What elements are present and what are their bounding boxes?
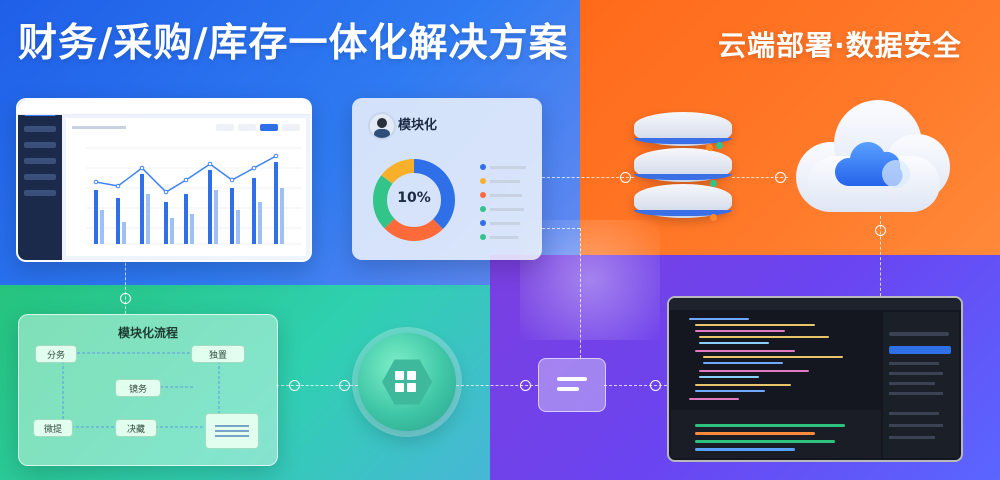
flow-node: 决藏 [115,419,157,437]
center-glow [520,220,660,340]
legend-item [480,164,526,170]
dashboard-window [16,98,312,262]
connector-node [520,380,531,391]
database-icon [634,112,732,224]
connector-node [775,172,786,183]
connector-hub-to-msg [456,385,538,386]
code-editor-window [667,296,963,462]
editor-side-panel [883,312,959,458]
flow-node: 分务 [35,345,77,363]
headline: 财务/采购/库存一体化解决方案 [18,21,569,66]
subheadline: 云端部署·数据安全 [718,29,962,62]
connector-cloud-to-code [880,216,881,296]
connector-dash-to-flow [125,258,126,314]
module-card: 模块化 10% [352,98,542,260]
hub-circle [358,333,456,431]
cloud-icon [788,96,952,216]
flow-node-list [205,413,259,449]
avatar [368,112,396,140]
connector-node [289,380,300,391]
editor-titlebar [669,298,961,310]
connector-node [120,293,131,304]
flow-node: 微提 [33,419,73,437]
connector-db-to-cloud [732,177,788,178]
dashboard-chart [66,118,306,256]
connector-mod-right [542,228,580,229]
connector-msg-to-code [604,385,667,386]
connector-flow-to-hub [276,385,358,386]
menu-lines-icon [538,358,606,412]
editor-terminal [671,410,881,458]
legend-item [480,192,522,198]
flow-node: 独置 [191,345,245,363]
dashboard-sidebar [18,100,62,260]
legend-item [480,206,524,212]
connector-mod-to-db [542,177,634,178]
connector-node [620,172,631,183]
dashboard-chart-area [66,118,306,256]
legend-item [480,234,518,240]
hex-badge [382,359,432,405]
donut-chart [373,159,455,241]
connector-node [875,225,886,236]
connector-node [650,380,661,391]
legend-item [480,220,520,226]
module-card-title: 模块化 [398,118,438,133]
legend-item [480,178,520,184]
inner-cloud-icon [834,142,910,188]
connector-msg-up [580,228,581,358]
flow-card-title: 模块化流程 [117,326,178,340]
connector-node [339,380,350,391]
donut-center-label: 10% [397,190,431,206]
flow-card: 模块化流程 分务 独置 镜务 微提 决藏 [18,314,278,466]
grid-icon [395,371,417,393]
flow-node: 镜务 [115,379,161,397]
dashboard-topbar [18,100,310,115]
